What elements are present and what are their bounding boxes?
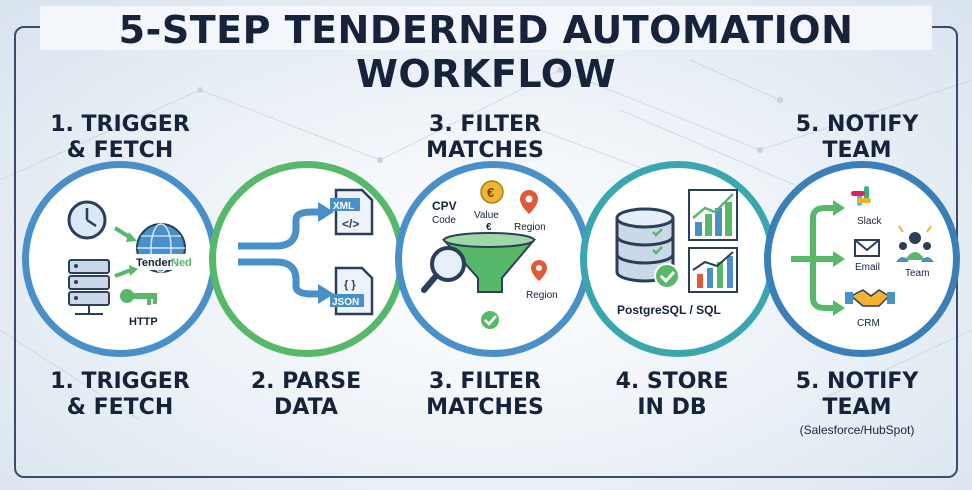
top-label-step1: 1. TRIGGER & FETCH	[50, 112, 190, 163]
funnel-icon	[441, 232, 537, 293]
step5-subtitle: (Salesforce/HubSpot)	[799, 423, 915, 437]
step4-circle: PostgreSQL / SQL	[580, 161, 776, 357]
crm-label: CRM	[857, 318, 880, 329]
xml-label: XML	[333, 201, 354, 212]
step2-circle: XML </> { } JSON	[209, 161, 405, 357]
value-label: Value	[474, 210, 499, 221]
page-title: 5-STEP TENDERNED AUTOMATION WORKFLOW	[118, 8, 854, 96]
email-label: Email	[855, 262, 880, 273]
check-circle-icon	[654, 263, 680, 289]
bar-chart-icon	[688, 189, 738, 241]
euro-coin-glyph: €	[487, 185, 494, 200]
xml-file-icon	[330, 188, 374, 236]
cpv-code-label: Code	[432, 215, 456, 226]
region-label-1: Region	[514, 222, 546, 233]
email-icon	[854, 239, 880, 257]
bottom-label-step5: 5. NOTIFY TEAM	[795, 369, 919, 420]
server-icon	[68, 259, 110, 315]
clock-icon	[67, 200, 107, 240]
split-arrows-icon	[238, 208, 320, 298]
json-file-icon	[330, 266, 374, 316]
euro-coin-icon	[480, 180, 504, 204]
branch-arrows-icon	[791, 205, 835, 311]
top-label-step3: 3. FILTER MATCHES	[426, 112, 544, 163]
step5-circle: Slack Email CRM Team	[764, 161, 960, 357]
database-icon	[615, 207, 675, 283]
region-label-2: Region	[526, 290, 558, 301]
value-euro-label: €	[486, 222, 492, 233]
step3-circle: CPV Code € Value € Region Region	[395, 161, 591, 357]
bottom-label-step1: 1. TRIGGER & FETCH	[50, 369, 190, 420]
location-pin-icon	[520, 190, 538, 214]
handshake-icon	[845, 289, 895, 307]
json-glyph: { }	[344, 279, 356, 291]
key-icon	[120, 289, 157, 305]
check-circle-icon	[481, 311, 499, 329]
top-label-step5: 5. NOTIFY TEAM	[795, 112, 919, 163]
db-label: PostgreSQL / SQL	[617, 303, 721, 317]
title-backdrop	[40, 6, 932, 50]
bottom-label-step3: 3. FILTER MATCHES	[426, 369, 544, 420]
team-label: Team	[905, 268, 929, 279]
json-label: JSON	[332, 297, 359, 308]
tenderned-logo-b: Ned	[171, 257, 192, 269]
bottom-label-step4: 4. STORE IN DB	[615, 369, 729, 420]
tenderned-logo-a: Tender	[136, 257, 173, 269]
team-icon	[896, 225, 934, 262]
slack-label: Slack	[857, 216, 882, 227]
bottom-label-step2: 2. PARSE DATA	[250, 369, 362, 420]
step1-circle: Tender Ned HTTP	[22, 161, 218, 357]
slack-icon	[851, 186, 871, 206]
xml-glyph: </>	[342, 217, 359, 231]
line-chart-icon	[688, 247, 738, 293]
location-pin-icon	[531, 260, 547, 281]
http-label: HTTP	[129, 316, 158, 328]
magnifier-icon	[421, 246, 466, 293]
cpv-label: CPV	[432, 199, 457, 213]
